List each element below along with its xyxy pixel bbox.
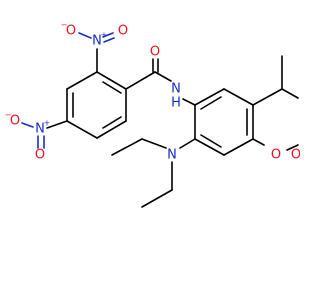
bond xyxy=(200,134,222,148)
bond xyxy=(21,122,34,128)
atom-oxygen: O xyxy=(291,148,300,163)
bond xyxy=(154,71,172,82)
bond xyxy=(102,81,122,94)
bond xyxy=(223,138,254,156)
atom-labels: O − N + O O − N + O O N H N O O xyxy=(5,21,300,163)
charge-plus: + xyxy=(44,119,51,128)
bonds xyxy=(21,32,299,208)
charge-plus: + xyxy=(101,31,108,40)
bond xyxy=(194,88,225,106)
molecule-structure-diagram: O − N + O O − N + O O N H N O O xyxy=(5,21,300,208)
bond xyxy=(102,32,114,38)
bond xyxy=(78,32,92,39)
charge-minus: − xyxy=(61,21,68,30)
bond xyxy=(281,88,299,99)
bond xyxy=(125,71,156,90)
atom-oxygen: O xyxy=(66,24,76,39)
bond xyxy=(96,71,127,90)
bond xyxy=(66,120,98,139)
bond xyxy=(103,37,115,43)
bond xyxy=(200,96,222,110)
atom-nitrogen: N xyxy=(167,148,177,163)
bond xyxy=(194,138,225,156)
atom-nitrogen: N xyxy=(35,122,45,137)
bond xyxy=(179,138,196,149)
bond xyxy=(102,116,122,129)
atom-oxygen: O xyxy=(150,45,160,60)
bond xyxy=(46,120,68,129)
atom-hydrogen: H xyxy=(171,96,181,111)
charge-minus: − xyxy=(5,111,12,120)
atom-oxygen: O xyxy=(118,24,128,39)
bond xyxy=(223,88,254,106)
atom-nitrogen: N xyxy=(171,82,181,97)
bond xyxy=(182,98,196,106)
atom-nitrogen: N xyxy=(92,34,102,49)
bond xyxy=(96,120,127,139)
atom-oxygen: O xyxy=(10,114,20,129)
bond xyxy=(141,138,167,149)
bond xyxy=(66,71,98,90)
bond xyxy=(286,144,299,151)
bond xyxy=(252,138,265,146)
bond xyxy=(111,138,143,156)
atom-oxygen: O xyxy=(35,148,45,163)
bond xyxy=(141,189,173,208)
atom-oxygen: O xyxy=(271,148,281,163)
bond xyxy=(252,88,283,106)
